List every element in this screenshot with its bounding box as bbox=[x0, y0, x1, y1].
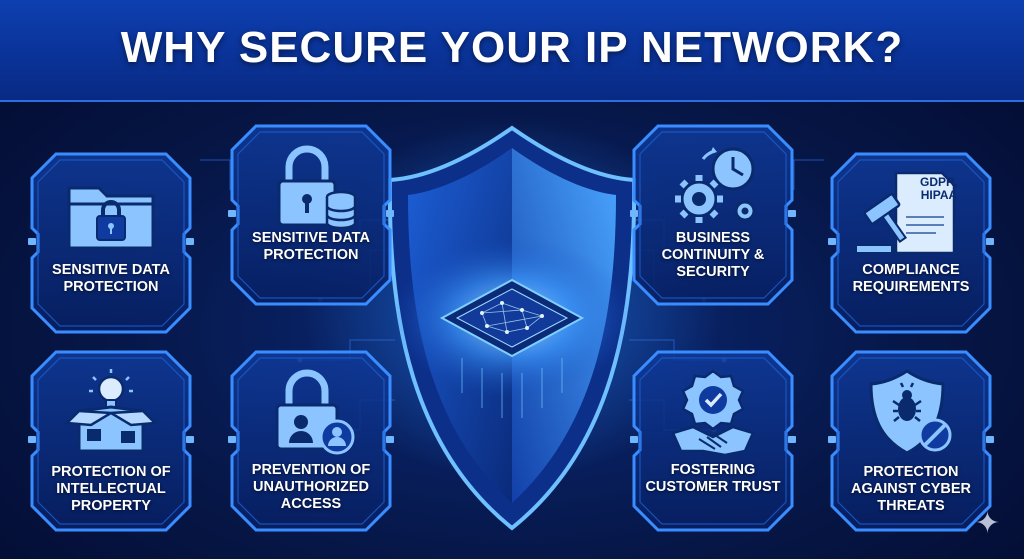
shield-chip-icon bbox=[387, 125, 637, 531]
card-compliance-requirements: GDPR, HIPAA COMPLIANCE REQUIREMENTS bbox=[826, 148, 996, 338]
card-sensitive-data-protection-2: SENSITIVE DATA PROTECTION bbox=[226, 120, 396, 310]
card-business-continuity: BUSINESS CONTINUITY & SECURITY bbox=[628, 120, 798, 310]
sparkle-icon: ✦ bbox=[974, 507, 1000, 540]
handshake-badge-icon bbox=[628, 366, 798, 458]
shield-bug-icon bbox=[826, 366, 996, 458]
header-banner: WHY SECURE YOUR IP NETWORK? bbox=[0, 0, 1024, 102]
page-title: WHY SECURE YOUR IP NETWORK? bbox=[120, 23, 904, 72]
card-label: PREVENTION OF UNAUTHORIZED ACCESS bbox=[251, 462, 371, 512]
card-label: BUSINESS CONTINUITY & SECURITY bbox=[661, 230, 765, 280]
gavel-document-icon bbox=[826, 168, 996, 260]
card-sensitive-data-protection-1: SENSITIVE DATA PROTECTION bbox=[26, 148, 196, 338]
card-label: PROTECTION OF INTELLECTUAL PROPERTY bbox=[51, 464, 171, 514]
card-intellectual-property: PROTECTION OF INTELLECTUAL PROPERTY bbox=[26, 346, 196, 536]
lightbulb-box-icon bbox=[26, 366, 196, 458]
document-text: GDPR, HIPAA bbox=[919, 175, 958, 202]
card-label: SENSITIVE DATA PROTECTION bbox=[52, 262, 170, 295]
card-cyber-threats: PROTECTION AGAINST CYBER THREATS bbox=[826, 346, 996, 536]
gears-clock-icon bbox=[628, 140, 798, 232]
card-label: PROTECTION AGAINST CYBER THREATS bbox=[850, 464, 972, 514]
padlock-database-icon bbox=[226, 140, 396, 232]
card-label: COMPLIANCE REQUIREMENTS bbox=[852, 262, 970, 295]
card-customer-trust: FOSTERING CUSTOMER TRUST bbox=[628, 346, 798, 536]
folder-lock-icon bbox=[26, 168, 196, 260]
card-label: FOSTERING CUSTOMER TRUST bbox=[645, 462, 781, 495]
card-unauthorized-access: PREVENTION OF UNAUTHORIZED ACCESS bbox=[226, 346, 396, 536]
card-label: SENSITIVE DATA PROTECTION bbox=[252, 230, 370, 263]
padlock-user-icon bbox=[226, 366, 396, 458]
central-shield bbox=[372, 118, 652, 538]
